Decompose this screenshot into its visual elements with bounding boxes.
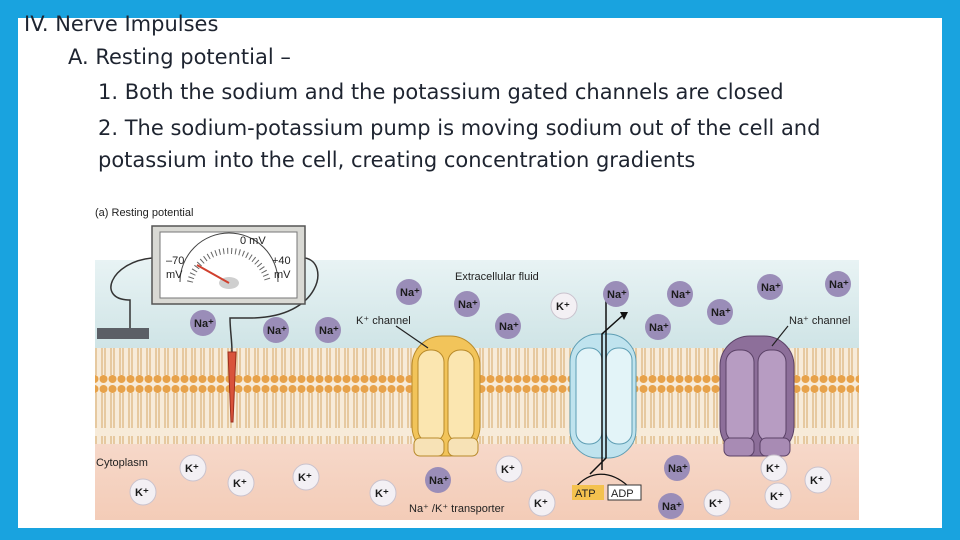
panel-label: (a) Resting potential xyxy=(95,207,193,219)
adp-label: ADP xyxy=(611,488,634,500)
svg-text:Na⁺: Na⁺ xyxy=(668,463,688,475)
meter-right-unit: mV xyxy=(274,269,291,281)
atp-label: ATP xyxy=(575,488,596,500)
na-ion: Na⁺ xyxy=(757,274,783,300)
svg-text:K⁺: K⁺ xyxy=(298,472,312,484)
k-ion: K⁺ xyxy=(804,466,832,494)
na-channel-label: Na⁺ channel xyxy=(789,315,850,327)
cytoplasm-region xyxy=(95,444,859,526)
cytoplasm-label: Cytoplasm xyxy=(96,457,148,469)
meter-right-label: +40 xyxy=(272,255,291,267)
subheading-resting-potential: A. Resting potential – xyxy=(68,45,291,69)
svg-text:Na⁺: Na⁺ xyxy=(662,501,682,513)
point-2-continued: potassium into the cell, creating concen… xyxy=(98,148,696,172)
k-ion: K⁺ xyxy=(227,469,255,497)
point-1: 1. Both the sodium and the potassium gat… xyxy=(98,80,784,104)
na-ion: Na⁺ xyxy=(263,317,289,343)
adp-box xyxy=(607,484,642,501)
svg-text:Na⁺: Na⁺ xyxy=(607,289,627,301)
na-channel xyxy=(719,335,795,457)
na-ion: Na⁺ xyxy=(667,281,693,307)
reference-electrode xyxy=(97,328,149,339)
svg-text:Na⁺: Na⁺ xyxy=(194,318,214,330)
na-k-transporter xyxy=(569,300,637,489)
svg-text:Na⁺: Na⁺ xyxy=(400,287,420,299)
atp-box xyxy=(572,485,604,500)
svg-text:K⁺: K⁺ xyxy=(766,463,780,475)
svg-text:Na⁺: Na⁺ xyxy=(267,325,287,337)
svg-text:Na⁺: Na⁺ xyxy=(319,325,339,337)
na-ion: Na⁺ xyxy=(603,281,629,307)
k-channel xyxy=(411,335,481,457)
na-ion: Na⁺ xyxy=(454,291,480,317)
k-ion: K⁺ xyxy=(369,479,397,507)
svg-text:K⁺: K⁺ xyxy=(185,463,199,475)
meter-zero-label: 0 mV xyxy=(240,235,266,247)
svg-text:K⁺: K⁺ xyxy=(770,491,784,503)
svg-text:Na⁺: Na⁺ xyxy=(649,322,669,334)
na-ion: Na⁺ xyxy=(825,271,851,297)
k-ion: K⁺ xyxy=(703,489,731,517)
na-ion: Na⁺ xyxy=(658,493,684,519)
svg-text:K⁺: K⁺ xyxy=(556,301,570,313)
svg-text:K⁺: K⁺ xyxy=(810,475,824,487)
svg-text:Na⁺: Na⁺ xyxy=(671,289,691,301)
k-ion: K⁺ xyxy=(760,454,788,482)
na-ion: Na⁺ xyxy=(425,467,451,493)
na-ion: Na⁺ xyxy=(396,279,422,305)
k-ion: K⁺ xyxy=(129,478,157,506)
svg-text:Na⁺: Na⁺ xyxy=(761,282,781,294)
na-ion: Na⁺ xyxy=(315,317,341,343)
meter-left-label: –70 xyxy=(166,255,184,267)
k-ion: K⁺ xyxy=(528,489,556,517)
svg-text:Na⁺: Na⁺ xyxy=(429,475,449,487)
svg-text:Na⁺: Na⁺ xyxy=(711,307,731,319)
svg-text:K⁺: K⁺ xyxy=(709,498,723,510)
meter-left-unit: mV xyxy=(166,269,183,281)
k-ion: K⁺ xyxy=(764,482,792,510)
na-ion: Na⁺ xyxy=(495,313,521,339)
svg-text:K⁺: K⁺ xyxy=(501,464,515,476)
na-ion: Na⁺ xyxy=(645,314,671,340)
k-ion: K⁺ xyxy=(495,455,523,483)
k-ion: K⁺ xyxy=(550,292,578,320)
na-ion: Na⁺ xyxy=(707,299,733,325)
voltmeter: 0 mV –70 mV +40 mV xyxy=(110,225,319,353)
svg-text:K⁺: K⁺ xyxy=(534,498,548,510)
svg-text:K⁺: K⁺ xyxy=(135,487,149,499)
heading-nerve-impulses: IV. Nerve Impulses xyxy=(24,12,219,36)
extracellular-label: Extracellular fluid xyxy=(455,271,539,283)
transporter-label: Na⁺ /K⁺ transporter xyxy=(409,503,505,515)
k-ion: K⁺ xyxy=(179,454,207,482)
microelectrode xyxy=(227,351,237,423)
svg-text:Na⁺: Na⁺ xyxy=(829,279,849,291)
k-channel-label: K⁺ channel xyxy=(356,315,411,327)
point-2: 2. The sodium-potassium pump is moving s… xyxy=(98,116,821,140)
svg-text:Na⁺: Na⁺ xyxy=(458,299,478,311)
svg-text:K⁺: K⁺ xyxy=(233,478,247,490)
svg-text:K⁺: K⁺ xyxy=(375,488,389,500)
na-ion: Na⁺ xyxy=(664,455,690,481)
k-ion: K⁺ xyxy=(292,463,320,491)
svg-text:Na⁺: Na⁺ xyxy=(499,321,519,333)
na-ion: Na⁺ xyxy=(190,310,216,336)
